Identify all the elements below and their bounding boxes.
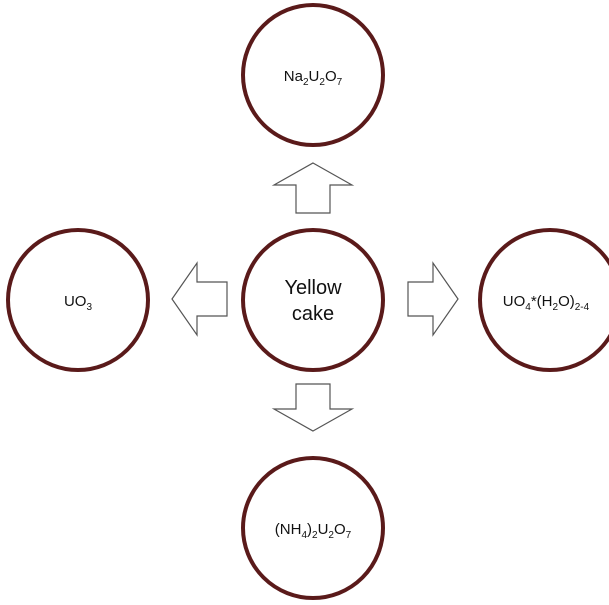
node-top-label: Na2U2O7 <box>284 68 343 88</box>
arrow-up-icon <box>271 162 355 214</box>
node-bottom-circle <box>241 456 385 600</box>
node-right: UO4*(H2O)2-4 <box>478 228 609 372</box>
node-left: UO3 <box>6 228 150 372</box>
node-center-label-line2: cake <box>292 303 334 325</box>
node-right-label: UO4*(H2O)2-4 <box>503 293 590 313</box>
arrow-down-icon <box>271 383 355 432</box>
node-left-label: UO3 <box>64 293 93 313</box>
arrow-right-icon <box>407 261 459 337</box>
node-right-circle <box>478 228 609 372</box>
node-top-circle <box>241 3 385 147</box>
node-center-label-line1: Yellow <box>284 277 342 299</box>
node-left-circle <box>6 228 150 372</box>
node-bottom-label: (NH4)2U2O7 <box>275 521 352 541</box>
node-bottom: (NH4)2U2O7 <box>241 456 385 600</box>
arrow-left-icon <box>171 261 228 337</box>
node-top: Na2U2O7 <box>241 3 385 147</box>
node-center: Yellow cake <box>241 228 385 372</box>
node-center-circle <box>241 228 385 372</box>
